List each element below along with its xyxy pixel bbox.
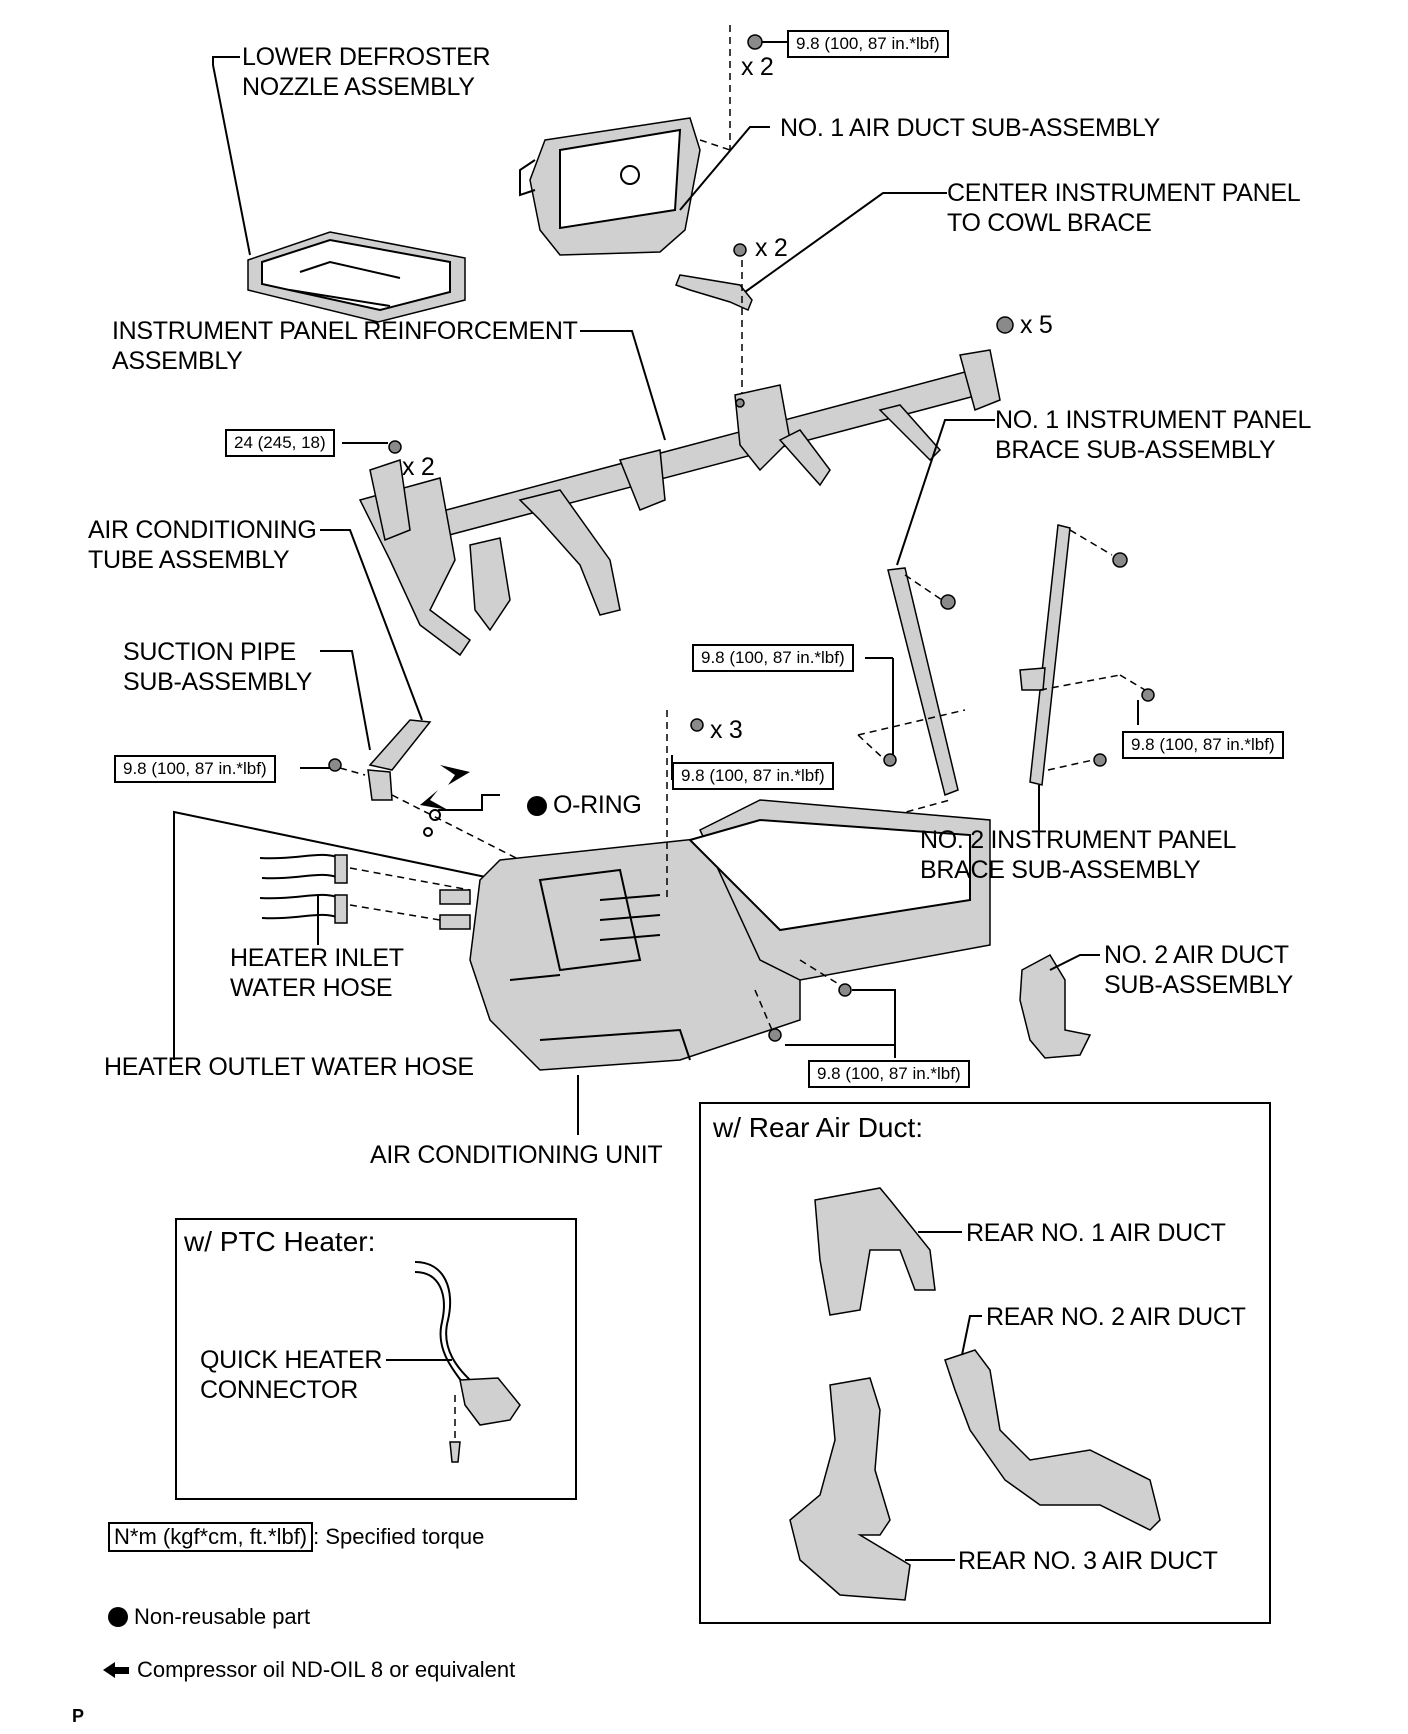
legend-oil-text: Compressor oil ND-OIL 8 or equivalent [137,1657,516,1682]
no2-ip-brace-drawing [1019,524,1155,786]
torque-reinforcement: 24 (245, 18) [225,429,335,457]
no2-ip-brace-label: NO. 2 INSTRUMENT PANEL BRACE SUB-ASSEMBL… [920,826,1237,884]
legend-torque-box: N*m (kgf*cm, ft.*lbf) [108,1522,314,1552]
lower-defroster-label: LOWER DEFROSTER NOZZLE ASSEMBLY [242,43,491,101]
rear-no2-duct-drawing [944,1349,1161,1531]
qty-left-bolt: x 2 [402,453,435,481]
no1-ip-brace-label: NO. 1 INSTRUMENT PANEL BRACE SUB-ASSEMBL… [995,406,1312,464]
center-brace-drawing [675,243,753,395]
qty-brace-bolt: x 2 [755,234,788,262]
non-reusable-dot-icon [527,796,547,816]
rear-no1-label: REAR NO. 1 AIR DUCT [966,1219,1226,1247]
rear-no3-label: REAR NO. 3 AIR DUCT [958,1547,1218,1575]
qty-top-nut: x 2 [741,53,774,81]
torque-brace-right: 9.8 (100, 87 in.*lbf) [1122,731,1284,759]
heater-inlet-label: HEATER INLET WATER HOSE [230,944,404,1002]
legend-nonreusable: Non-reusable part [108,1603,310,1631]
ac-tube-label: AIR CONDITIONING TUBE ASSEMBLY [88,516,317,574]
no1-ip-brace-drawing [857,567,966,824]
quick-heater-label: QUICK HEATER CONNECTOR [200,1346,383,1404]
heater-outlet-label: HEATER OUTLET WATER HOSE [104,1053,474,1081]
rear-no1-duct-drawing [814,1187,936,1316]
ac-unit-drawing [439,799,991,1071]
oil-arrow-tail-icon [115,1667,129,1674]
qty-right-bolt: x 5 [1020,311,1053,339]
no1-air-duct-label: NO. 1 AIR DUCT SUB-ASSEMBLY [780,114,1160,142]
torque-top: 9.8 (100, 87 in.*lbf) [787,30,949,58]
ip-reinforcement-label: INSTRUMENT PANEL REINFORCEMENT ASSEMBLY [112,317,578,375]
torque-brace-left: 9.8 (100, 87 in.*lbf) [692,644,854,672]
page-mark: P [72,1706,85,1726]
oil-arrow-icon [103,1662,115,1678]
heater-hoses-drawing [259,853,471,926]
legend-torque: N*m (kgf*cm, ft.*lbf): Specified torque [108,1522,484,1552]
torque-suction: 9.8 (100, 87 in.*lbf) [114,755,276,783]
torque-unit-top: 9.8 (100, 87 in.*lbf) [672,762,834,790]
rear-inset-title: w/ Rear Air Duct: [713,1112,924,1143]
qty-unit-bolt: x 3 [710,716,743,744]
suction-pipe-label: SUCTION PIPE SUB-ASSEMBLY [123,638,313,696]
center-brace-label: CENTER INSTRUMENT PANEL TO COWL BRACE [947,179,1301,237]
legend-torque-desc: : Specified torque [313,1524,485,1549]
torque-unit-bottom: 9.8 (100, 87 in.*lbf) [808,1060,970,1088]
quick-heater-connector-drawing [414,1261,521,1463]
no2-air-duct-drawing [1019,954,1092,1059]
rear-air-duct-inset [699,1102,1271,1624]
ac-tube-drawing [328,719,521,861]
o-ring-text: O-RING [553,791,642,819]
ptc-heater-inset [175,1218,577,1500]
ac-unit-label: AIR CONDITIONING UNIT [370,1141,663,1169]
rear-no3-duct-drawing [789,1377,911,1601]
rear-no2-label: REAR NO. 2 AIR DUCT [986,1303,1246,1331]
no1-air-duct-drawing [519,117,701,256]
lower-defroster-nozzle-drawing [247,231,466,323]
o-ring-label: O-RING [527,790,642,820]
legend-oil: Compressor oil ND-OIL 8 or equivalent [103,1656,515,1684]
legend-nonreusable-text: Non-reusable part [134,1604,311,1629]
non-reusable-legend-icon [108,1607,128,1627]
no2-air-duct-label: NO. 2 AIR DUCT SUB-ASSEMBLY [1104,941,1294,999]
reinforcement-drawing [358,316,1014,657]
ptc-inset-title: w/ PTC Heater: [184,1226,376,1257]
